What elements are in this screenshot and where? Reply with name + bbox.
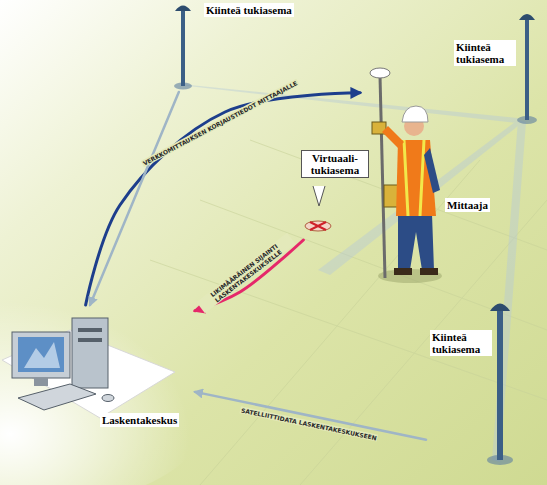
- arrow-label: VERKKOMITTAUKSEN KORJAUSTIEDOT MITTAAJAL…: [141, 79, 300, 167]
- arrow-label: LIKIMÄÄRÄINEN SIJAINTI LASKENTAKESKUKSEL…: [197, 233, 296, 313]
- station-label: Kiinteä tukiasema: [426, 290, 544, 470]
- node-text: Kiinteä tukiasema: [454, 40, 516, 66]
- callout-bubble: Virtuaali- tukiasema: [295, 148, 377, 240]
- station-label: Kiinteä tukiasema: [450, 8, 545, 126]
- node-text: Kiinteä tukiasema: [204, 3, 294, 17]
- ground-glow: [0, 280, 220, 485]
- computer-centre: [2, 318, 175, 418]
- connector-arrow: [195, 392, 426, 440]
- fixed-station: [174, 6, 192, 90]
- node-text: Virtuaali- tukiasema: [301, 150, 369, 178]
- virtual-station-mark: [305, 186, 331, 231]
- floor-grid: [150, 140, 547, 485]
- node-text: Laskentakeskus: [100, 413, 179, 427]
- network-beams: [180, 84, 526, 462]
- connector-arrow: [90, 92, 179, 305]
- centre-label: Laskentakeskus: [0, 305, 195, 437]
- surveyor-label: Mittaaja: [360, 66, 510, 282]
- node-text: Mittaaja: [445, 198, 490, 212]
- fixed-station: [517, 14, 537, 124]
- arrow-label: SATELLIITTIDATA LASKENTAKESKUKSEEN: [239, 406, 378, 441]
- fixed-station: [487, 304, 513, 466]
- station-label: Kiinteä tukiasema: [172, 0, 297, 92]
- surveyor-figure: [370, 68, 442, 283]
- node-text: Kiinteä tukiasema: [430, 330, 492, 356]
